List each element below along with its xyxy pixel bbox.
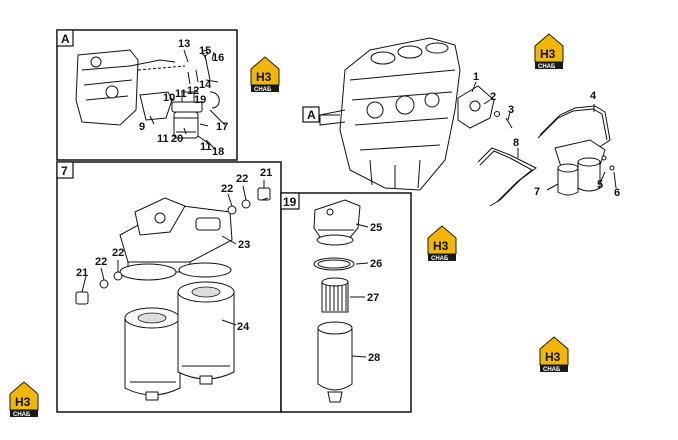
box-a-detail: A 13 15 16 14 12 11 10 19 [56,29,238,161]
callout-11: 11 [175,88,187,100]
main-engine-view: A 1 2 3 4 5 6 7 8 [302,37,620,207]
svg-text:H3: H3 [545,350,561,364]
callout-21b: 21 [76,267,88,279]
main-callout-4: 4 [590,90,597,102]
bracket-part [139,91,173,121]
callout-22b: 22 [236,173,248,185]
box-a-engine-fragment [75,49,186,126]
callout-14: 14 [199,79,212,91]
box-7-detail: 7 [56,161,282,413]
box-19-tag: 19 [283,195,297,209]
main-callout-a: A [307,108,316,122]
box-7-right-fittings [227,187,271,215]
main-callout-8: 8 [513,137,519,149]
svg-text:СНАБ: СНАБ [254,87,272,93]
callout-11c: 11 [200,141,212,153]
svg-text:H3: H3 [15,395,31,409]
svg-text:H3: H3 [256,70,272,84]
box-19-filter-element [321,277,349,313]
main-callout-2: 2 [490,91,496,103]
callout-27: 27 [367,292,379,304]
callout-11b: 11 [157,133,169,145]
callout-10: 10 [163,92,175,104]
svg-text:СНАБ: СНАБ [538,64,556,70]
brand-logo: H3 СНАБ [534,33,564,70]
main-callout-7: 7 [534,186,540,198]
fuel-pipe-8 [477,147,537,207]
callout-23: 23 [238,239,250,251]
callout-22d: 22 [112,247,124,259]
box-19-filter-head [313,199,361,246]
svg-text:H3: H3 [540,47,556,61]
box-7-left-fittings [75,271,123,305]
box-a-tag: A [61,32,70,46]
engine-block [319,37,461,191]
box-a-filter [171,91,203,139]
callout-20: 20 [171,133,183,145]
svg-text:СНАБ: СНАБ [543,367,561,373]
callout-15: 15 [199,45,211,57]
callout-13: 13 [178,38,190,50]
box-7-filter-head [119,197,233,281]
main-filter-assembly [554,139,615,196]
svg-text:СНАБ: СНАБ [13,412,31,418]
svg-text:СНАБ: СНАБ [431,256,449,262]
box-19-filter-bowl [317,321,353,403]
main-callout-5: 5 [597,179,603,191]
brand-logo: H3 СНАБ [9,381,39,418]
callout-25: 25 [370,222,382,234]
callout-9: 9 [139,121,145,133]
main-callout-1: 1 [473,71,479,83]
brand-logo: H3 СНАБ [539,336,569,373]
callout-26: 26 [370,258,382,270]
box-19-detail: 19 25 26 27 28 [280,192,412,413]
svg-text:H3: H3 [433,239,449,253]
brand-logo: H3 СНАБ [427,225,457,262]
callout-12: 12 [187,85,199,97]
main-callout-3: 3 [508,104,514,116]
callout-24: 24 [237,321,250,333]
main-callout-6: 6 [614,187,620,199]
callout-28: 28 [368,352,380,364]
fuel-pipe-4 [539,105,611,149]
callout-22c: 22 [95,256,107,268]
callout-21a: 21 [260,167,272,179]
callout-17: 17 [216,121,228,133]
mount-plate [457,85,513,129]
box-7-tag: 7 [61,164,68,178]
brand-logo: H3 СНАБ [250,56,280,93]
callout-16: 16 [212,52,224,64]
callout-22a: 22 [221,183,233,195]
box-7-filter-cans [124,281,235,401]
callout-19: 19 [194,94,206,106]
callout-18: 18 [212,146,224,158]
